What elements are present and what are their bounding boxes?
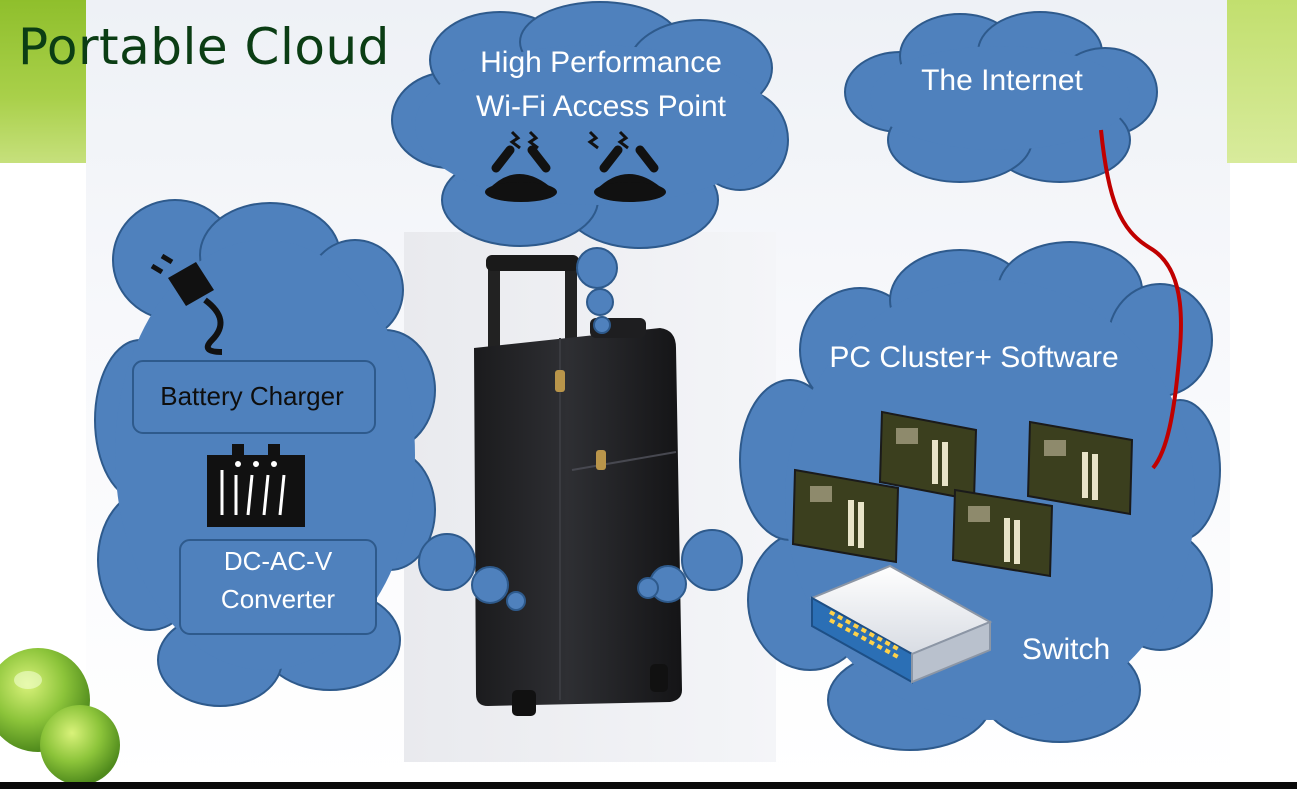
converter-box <box>179 539 377 635</box>
motherboard-icon <box>878 410 978 502</box>
wifi-access-point-cloud: High Performance Wi-Fi Access Point <box>391 1 789 334</box>
green-header-band-left <box>0 0 86 163</box>
router-icon <box>587 130 666 202</box>
power-cloud: Battery Charger DC-AC-V Converter <box>94 199 526 707</box>
converter-label-line2: Converter <box>221 584 335 614</box>
cluster-title: PC Cluster+ Software <box>829 341 1118 374</box>
cluster-cloud: PC Cluster+ Software <box>637 241 1221 751</box>
motherboard-icon <box>791 468 900 564</box>
internet-cloud: The Internet <box>844 11 1158 183</box>
battery-icon <box>207 444 305 527</box>
wifi-title-line1: High Performance <box>480 46 722 79</box>
internet-link-line <box>1099 129 1183 470</box>
internet-label: The Internet <box>921 64 1083 97</box>
slide-bottom-bar <box>0 782 1297 789</box>
switch-label: Switch <box>1022 633 1110 666</box>
green-header-band-right <box>1227 0 1297 163</box>
motherboard-icon <box>1026 420 1134 516</box>
slide-title: Portable Cloud <box>18 18 390 76</box>
battery-charger-label: Battery Charger <box>160 381 344 411</box>
network-switch-icon <box>809 564 993 684</box>
router-icon <box>485 130 557 202</box>
battery-charger-box <box>132 360 376 434</box>
wifi-title-line2: Wi-Fi Access Point <box>476 90 727 123</box>
apple-decoration <box>0 648 120 785</box>
motherboard-icon <box>951 488 1054 578</box>
converter-label-line1: DC-AC-V <box>224 546 333 576</box>
power-plug-icon <box>150 253 224 355</box>
